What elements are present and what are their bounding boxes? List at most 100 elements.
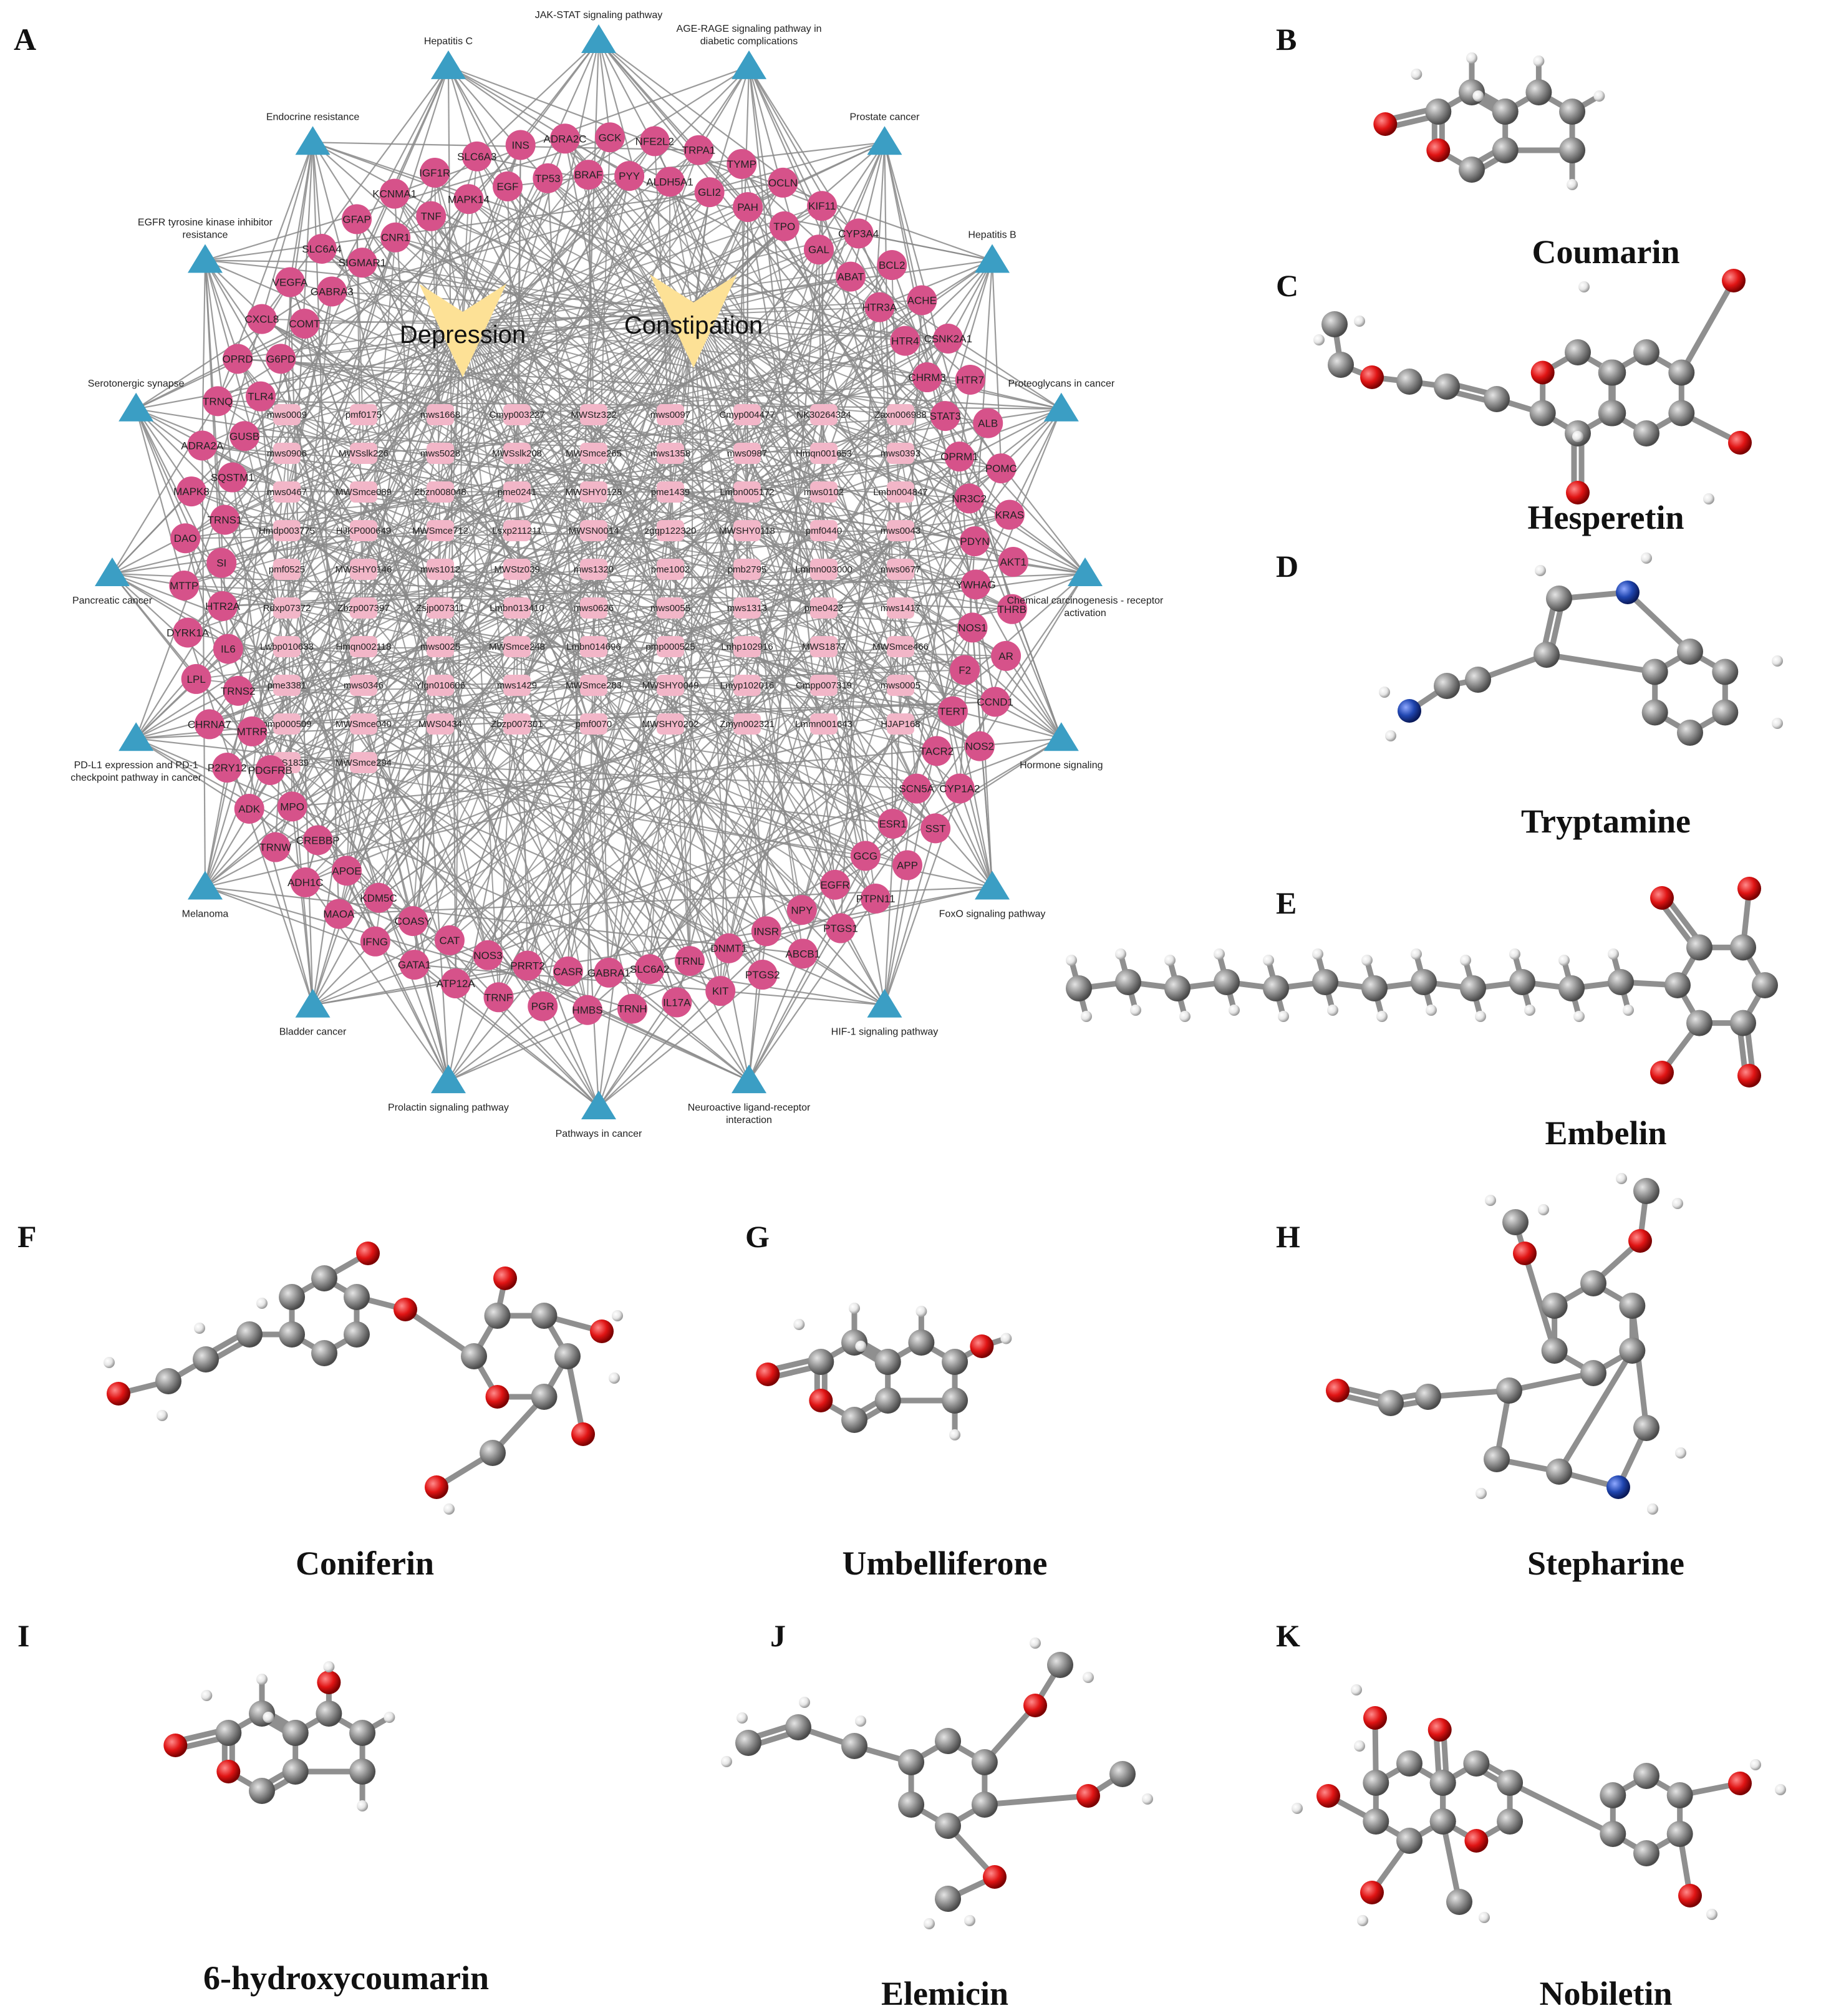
network-edge-734 [281,314,694,360]
compound-label-mws0055: mws0055 [650,603,690,614]
atom-c [311,1265,337,1291]
gene-node-ar [991,640,1022,671]
compound-label-mwsmce466: MWSmce466 [872,642,929,652]
gene-node-mttp [169,570,200,600]
network-edge-740 [468,198,694,316]
atom-c [484,1303,511,1329]
atom-c [1668,359,1695,386]
atom-c [1559,137,1586,163]
molecule-name-6-hydroxycoumarin: 6-hydroxycoumarin [203,1959,489,1997]
bond [982,1793,1091,1808]
network-edge-276 [221,66,449,564]
network-edge-490 [338,723,518,915]
atom-c [1600,1782,1626,1808]
atom-h [1229,1005,1240,1016]
atom-c [279,1284,306,1310]
gene-node-ocln [768,167,798,198]
compound-node-pme1439 [657,481,684,503]
atom-c [1214,969,1240,995]
gene-node-trns1 [210,504,240,535]
network-edge-356 [440,498,970,570]
atom-h [256,1298,268,1309]
gene-node-htr2a [207,591,238,621]
atom-c [531,1383,558,1410]
atom-o [983,1865,1007,1889]
compound-label-mwsmce248: MWSmce248 [489,642,545,652]
network-edge-701 [693,314,973,629]
atom-h [1278,1011,1289,1022]
atom-c [1600,359,1626,386]
network-edge-261 [312,142,529,966]
gene-label-gabra1: GABRA1 [587,967,630,979]
compound-label-mws0434: MWS0434 [418,719,462,730]
pathway-label-foxo-signaling-pathway: FoxO signaling pathway [939,909,1046,920]
atom-c [1600,400,1626,427]
pathway-label-hif-1-signaling-pathway: HIF-1 signaling pathway [831,1027,939,1038]
atom-o [317,1671,341,1694]
atom-o [1427,1718,1452,1742]
compound-node-mws1877 [810,636,838,657]
network-edge-319 [850,276,901,415]
atom-h [1030,1637,1041,1649]
gene-node-gck [595,122,626,153]
network-edge-162 [448,898,876,1082]
gene-node-slc6a4 [306,233,337,264]
network-edge-667 [226,324,463,768]
network-edge-60 [564,138,1062,410]
atom-c [735,1730,761,1756]
gene-label-thrb: THRB [998,604,1026,615]
atom-o [1737,1064,1761,1088]
network-edge-149 [598,823,894,1107]
network-edge-411 [286,530,866,857]
gene-node-dao [170,523,201,554]
gene-node-trnq [203,386,233,417]
network-edge-36 [747,142,885,208]
gene-label-alb: ALB [978,418,998,430]
atom-h [1538,1204,1549,1215]
network-edge-265 [312,142,323,249]
network-edge-257 [312,142,906,342]
network-edge-719 [412,314,694,922]
gene-node-mapk8 [176,476,206,507]
network-edge-412 [670,646,876,899]
network-edge-363 [286,541,975,763]
compound-node-zsjp007311 [427,597,454,619]
atom-h [964,1915,975,1926]
network-edge-492 [338,607,671,915]
compound-node-mws0346 [350,675,377,696]
compound-node-hjap168 [887,713,914,735]
compound-label-mws0677: mws0677 [881,564,920,575]
pathway-label-egfr-tyrosine-kinase-inhibitor-line2: resistance [183,229,228,240]
network-edge-706 [693,314,894,824]
gene-node-scn5a [901,773,932,804]
gene-node-abcb1 [788,938,818,969]
gene-label-tymp: TYMP [727,158,756,170]
gene-label-nos1: NOS1 [958,622,987,634]
bond [402,1306,477,1359]
bond [1507,1780,1616,1837]
gene-node-cyp3a4 [843,218,874,249]
bond [1625,589,1693,655]
network-edge-15 [748,66,977,585]
network-edge-537 [222,605,287,725]
compound-node-pmf0175 [350,404,377,425]
atom-c [480,1440,506,1466]
panel-label-h: H [1276,1219,1300,1254]
gene-label-trpa1: TRPA1 [682,145,716,157]
atom-c [1263,975,1289,1001]
network-edge-682 [434,172,463,325]
compound-node-cmyp003227 [503,404,531,425]
compound-label-mwsslk208: MWSslk208 [492,448,542,459]
network-edge-568 [238,358,901,415]
compound-node-mws1012 [427,559,454,580]
pathway-label-age-rage-signaling-pathway-in: AGE-RAGE signaling pathway in [677,24,822,34]
compound-node-pme0241 [503,481,531,503]
compound-node-pme1002 [657,559,684,580]
atom-o [590,1319,614,1343]
gene-label-htr2a: HTR2A [205,600,240,612]
atom-h [855,1341,867,1352]
network-edge-23 [698,66,750,151]
network-edge-548 [225,519,901,686]
gene-label-insr: INSR [753,925,779,937]
